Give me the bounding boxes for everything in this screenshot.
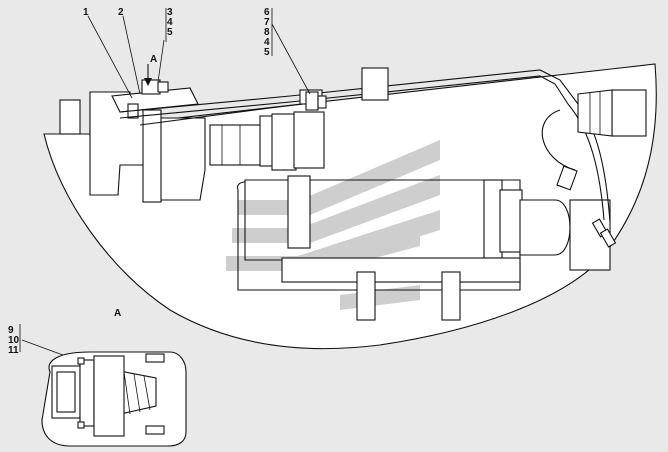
- upper-pipe: [119, 69, 576, 113]
- right-fitting-cone: [577, 89, 613, 137]
- clamp-block: [141, 79, 161, 95]
- hose-connector: [556, 165, 578, 191]
- hose-end-b: [599, 228, 617, 248]
- detail-bolt-bottom: [77, 421, 85, 429]
- callout-10: 10: [8, 335, 20, 346]
- callout-6: 6: [264, 7, 270, 18]
- callout-8: 8: [264, 27, 270, 38]
- cylinder-neck: [271, 113, 297, 171]
- tank-bottom-rail: [281, 257, 521, 283]
- callout-4b: 4: [264, 37, 270, 48]
- view-arrow-label: A: [150, 54, 157, 65]
- callout-5: 5: [167, 27, 173, 38]
- support-leg-2: [441, 271, 461, 321]
- detail-tab-top: [145, 353, 165, 363]
- pipe-clamp-2: [317, 95, 327, 109]
- detail-housing: [93, 355, 125, 437]
- callout-7: 7: [264, 17, 270, 28]
- housing-block: [142, 109, 162, 203]
- tank-end-block: [483, 179, 503, 259]
- detail-flange: [79, 359, 95, 427]
- tank-strap-left: [287, 175, 311, 249]
- left-bracket: [59, 99, 81, 135]
- bolt-head: [157, 81, 169, 93]
- callout-1: 1: [83, 7, 89, 18]
- callout-3: 3: [167, 7, 173, 18]
- detail-socket-inner: [56, 371, 76, 413]
- callout-4: 4: [167, 17, 173, 28]
- detail-tab-bottom: [145, 425, 165, 435]
- hose-right-1: [567, 103, 605, 221]
- callout-2: 2: [118, 7, 124, 18]
- upper-pipe-2: [119, 75, 569, 119]
- support-leg-1: [356, 271, 376, 321]
- detail-bolt-top: [77, 357, 85, 365]
- right-fitting-body: [611, 89, 647, 137]
- pipe-clamp: [305, 91, 319, 111]
- hose-loop: [541, 109, 576, 171]
- cylinder-cap: [293, 111, 325, 169]
- top-block-1: [361, 67, 389, 101]
- detail-view-a: [41, 351, 187, 447]
- tank-dome: [519, 199, 571, 256]
- tank-end-cap: [499, 189, 523, 253]
- callout-5b: 5: [264, 47, 270, 58]
- view-title: A: [114, 308, 121, 319]
- callout-11: 11: [8, 345, 19, 356]
- callout-9: 9: [8, 325, 14, 336]
